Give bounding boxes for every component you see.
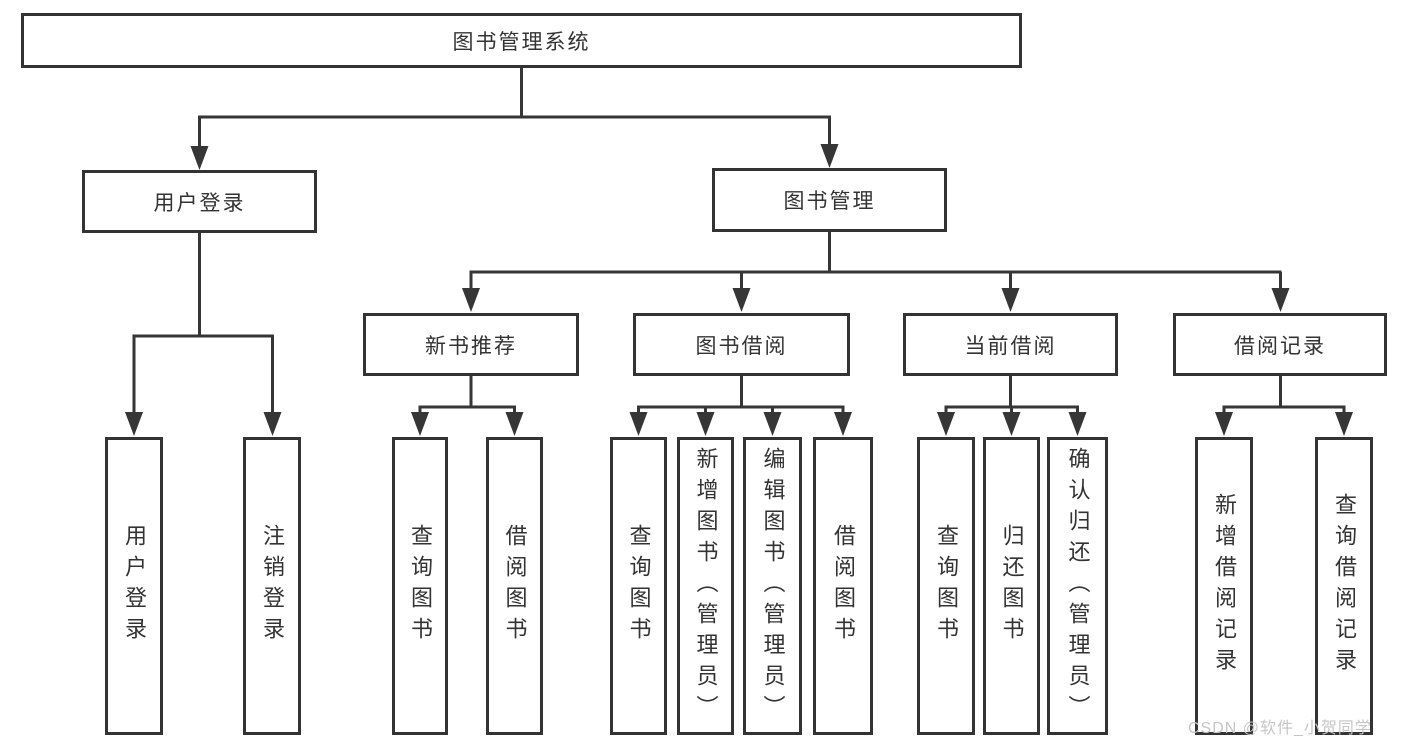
node-label: 确认归还（管理员） [1065, 446, 1091, 726]
node-label: 图书管理系统 [452, 30, 591, 54]
node-label: 查询借阅记录 [1332, 493, 1357, 679]
node-label: 用户登录 [122, 524, 147, 648]
leaf-query-borrow-record: 查询借阅记录 [1315, 437, 1373, 735]
connector-current-borrowing-to-leaves [937, 376, 1087, 436]
node-user-login: 用户登录 [82, 170, 317, 233]
node-label: 查询图书 [934, 524, 959, 648]
leaf-user-login: 用户登录 [105, 437, 163, 735]
node-book-borrowing: 图书借阅 [633, 313, 850, 376]
node-label: 编辑图书（管理员） [760, 446, 786, 726]
node-label: 图书管理 [783, 190, 876, 213]
connector-borrowing-records-to-leaves [1215, 376, 1353, 436]
leaf-logout: 注销登录 [243, 437, 301, 735]
csdn-watermark: CSDN @软件_小贺同学 [1188, 720, 1372, 737]
node-label: 借阅记录 [1234, 334, 1326, 358]
node-label: 查询图书 [408, 524, 433, 648]
node-label: 当前借阅 [964, 334, 1057, 358]
node-label: 注销登录 [260, 524, 285, 648]
leaf-add-borrow-record: 新增借阅记录 [1195, 437, 1253, 735]
leaf-recommend-query-books: 查询图书 [392, 437, 448, 735]
leaf-return-books: 归还图书 [983, 437, 1040, 735]
node-label: 归还图书 [999, 524, 1025, 648]
node-label: 借阅图书 [831, 524, 856, 648]
node-label: 查询图书 [626, 524, 652, 648]
node-label: 新增借阅记录 [1212, 493, 1237, 679]
node-borrowing-records: 借阅记录 [1173, 313, 1387, 376]
connector-new-book-recommend-to-leaves [411, 376, 524, 436]
connector-user-login-to-leaves [125, 233, 282, 436]
connector-root-to-level2 [190, 68, 839, 170]
leaf-confirm-return-admin: 确认归还（管理员） [1047, 437, 1108, 735]
leaf-borrow-books: 借阅图书 [813, 437, 873, 735]
node-library-management-system: 图书管理系统 [21, 13, 1022, 68]
node-label: 借阅图书 [502, 524, 528, 648]
leaf-add-books-admin: 新增图书（管理员） [677, 437, 734, 735]
connector-book-management-to-level3 [462, 232, 1290, 312]
connector-book-borrowing-to-leaves [629, 376, 852, 436]
node-book-management: 图书管理 [712, 168, 947, 232]
leaf-borrowing-query-books: 查询图书 [610, 437, 667, 735]
node-label: 新书推荐 [425, 334, 517, 358]
leaf-recommend-borrow-books: 借阅图书 [486, 437, 543, 735]
node-label: 用户登录 [153, 191, 246, 215]
node-label: 新增图书（管理员） [693, 446, 719, 726]
leaf-current-query-books: 查询图书 [917, 437, 975, 735]
node-label: 图书借阅 [695, 334, 788, 358]
leaf-edit-books-admin: 编辑图书（管理员） [743, 437, 802, 735]
node-new-book-recommend: 新书推荐 [363, 313, 579, 376]
node-current-borrowing: 当前借阅 [903, 313, 1118, 376]
